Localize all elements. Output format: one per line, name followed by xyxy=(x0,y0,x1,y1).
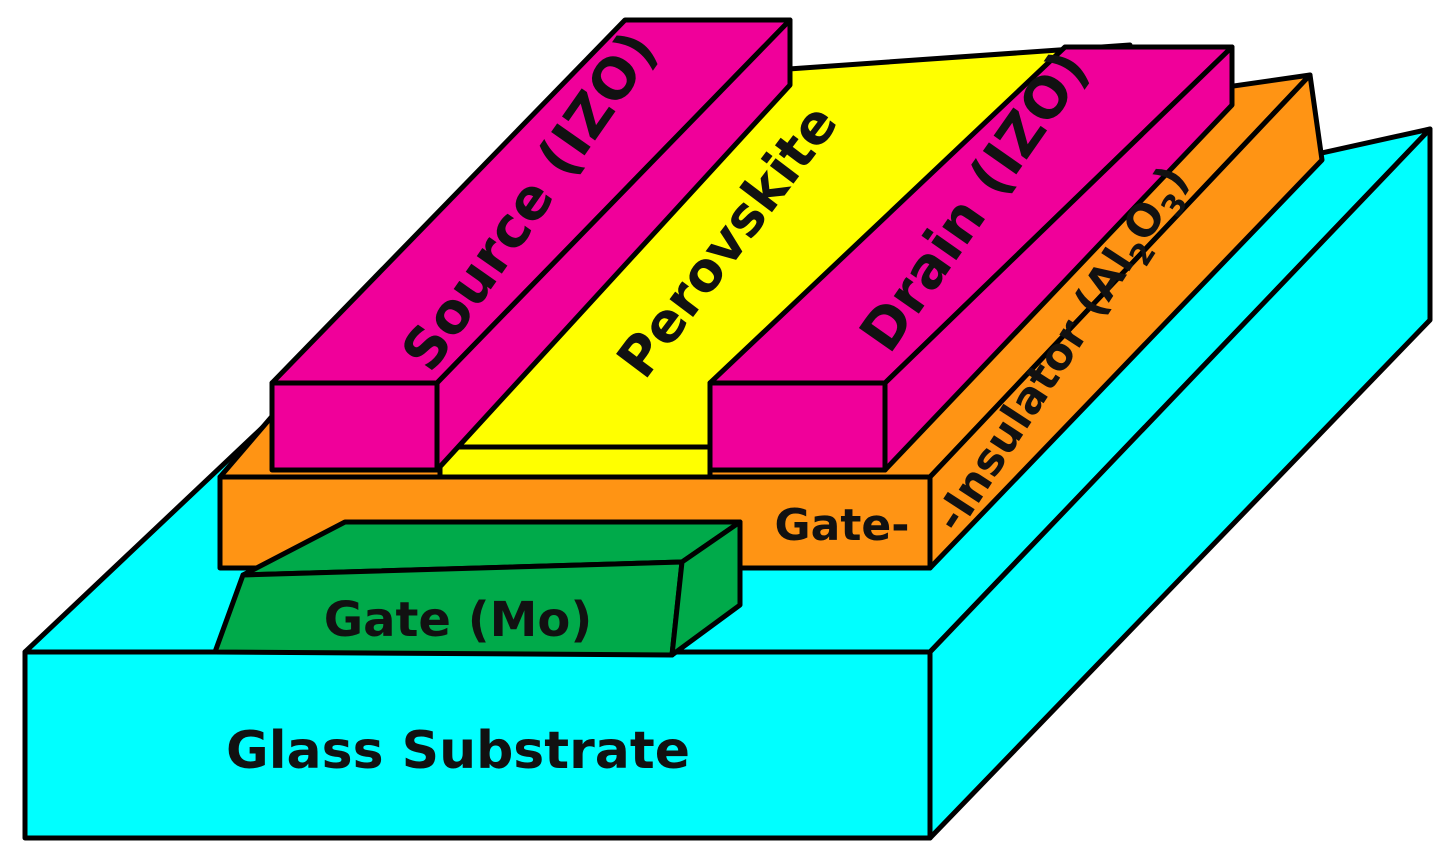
source-electrode xyxy=(269,17,793,473)
drain-electrode xyxy=(707,44,1235,473)
glass-substrate-label: Glass Substrate xyxy=(226,721,690,781)
source-side-face xyxy=(434,17,793,473)
gate-electrode xyxy=(212,519,743,658)
gate-label: Gate (Mo) xyxy=(324,592,593,648)
drain-side-face xyxy=(882,44,1235,473)
source-front-face xyxy=(269,380,440,473)
drain-front-face xyxy=(707,380,888,473)
insulator-side-face xyxy=(927,72,1325,571)
gate-insulator-front-label: Gate- xyxy=(775,500,910,551)
gate-side-face xyxy=(669,519,743,658)
glass-side-face xyxy=(927,126,1433,841)
perovskite-front-face xyxy=(437,444,713,480)
